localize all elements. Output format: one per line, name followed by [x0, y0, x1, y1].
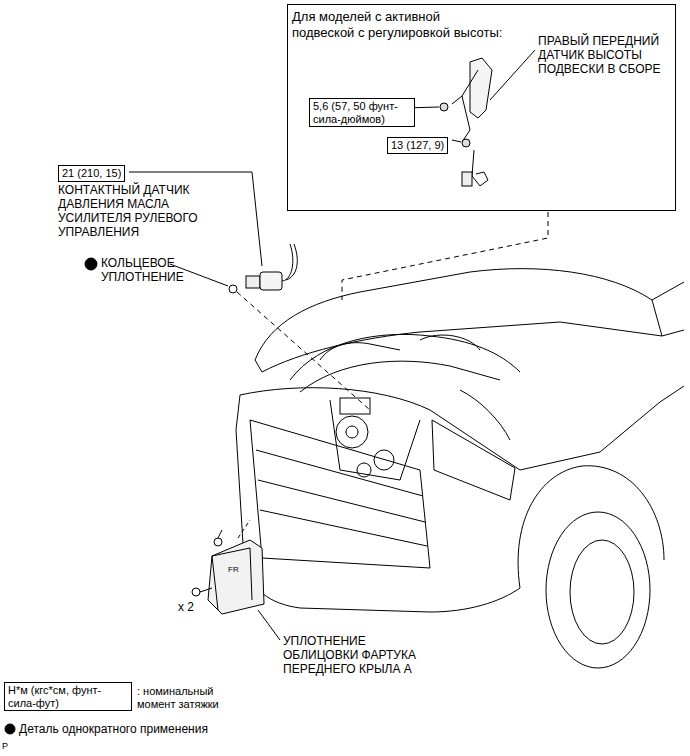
- quantity-label: x 2: [178, 600, 194, 614]
- part-label: КОНТАКТНЫЙ ДАТЧИК ДАВЛЕНИЯ МАСЛА УСИЛИТЕ…: [58, 183, 226, 239]
- legend-text: Деталь однократного применения: [19, 722, 208, 736]
- direction-mark: FR: [228, 565, 239, 574]
- legend-torque-box: Н*м (кгс*см, фунт-сила-фут): [4, 682, 132, 711]
- torque-value: 21 (210, 15): [62, 167, 121, 180]
- torque-value: 5,6 (57, 50 фунт-сила-дюймов): [313, 100, 411, 125]
- inset-heading: Для моделей с активной подвеской с регул…: [292, 9, 504, 41]
- bullet-symbol: [5, 724, 15, 734]
- legend-note: : номинальный момент затяжки: [137, 685, 237, 711]
- torque-value: 13 (127, 9): [391, 139, 444, 152]
- part-label: ПРАВЫЙ ПЕРЕДНИЙ ДАТЧИК ВЫСОТЫ ПОДВЕСКИ В…: [538, 34, 666, 76]
- page-mark: P: [2, 741, 8, 751]
- torque-box: 21 (210, 15): [58, 165, 125, 182]
- part-label: КОЛЬЦЕВОЕ УПЛОТНЕНИЕ: [101, 256, 193, 284]
- part-label: УПЛОТНЕНИЕ ОБЛИЦОВКИ ФАРТУКА ПЕРЕДНЕГО К…: [283, 634, 435, 676]
- torque-box: 5,6 (57, 50 фунт-сила-дюймов): [309, 98, 415, 127]
- torque-value: Н*м (кгс*см, фунт-сила-фут): [8, 684, 128, 709]
- torque-box: 13 (127, 9): [387, 137, 448, 154]
